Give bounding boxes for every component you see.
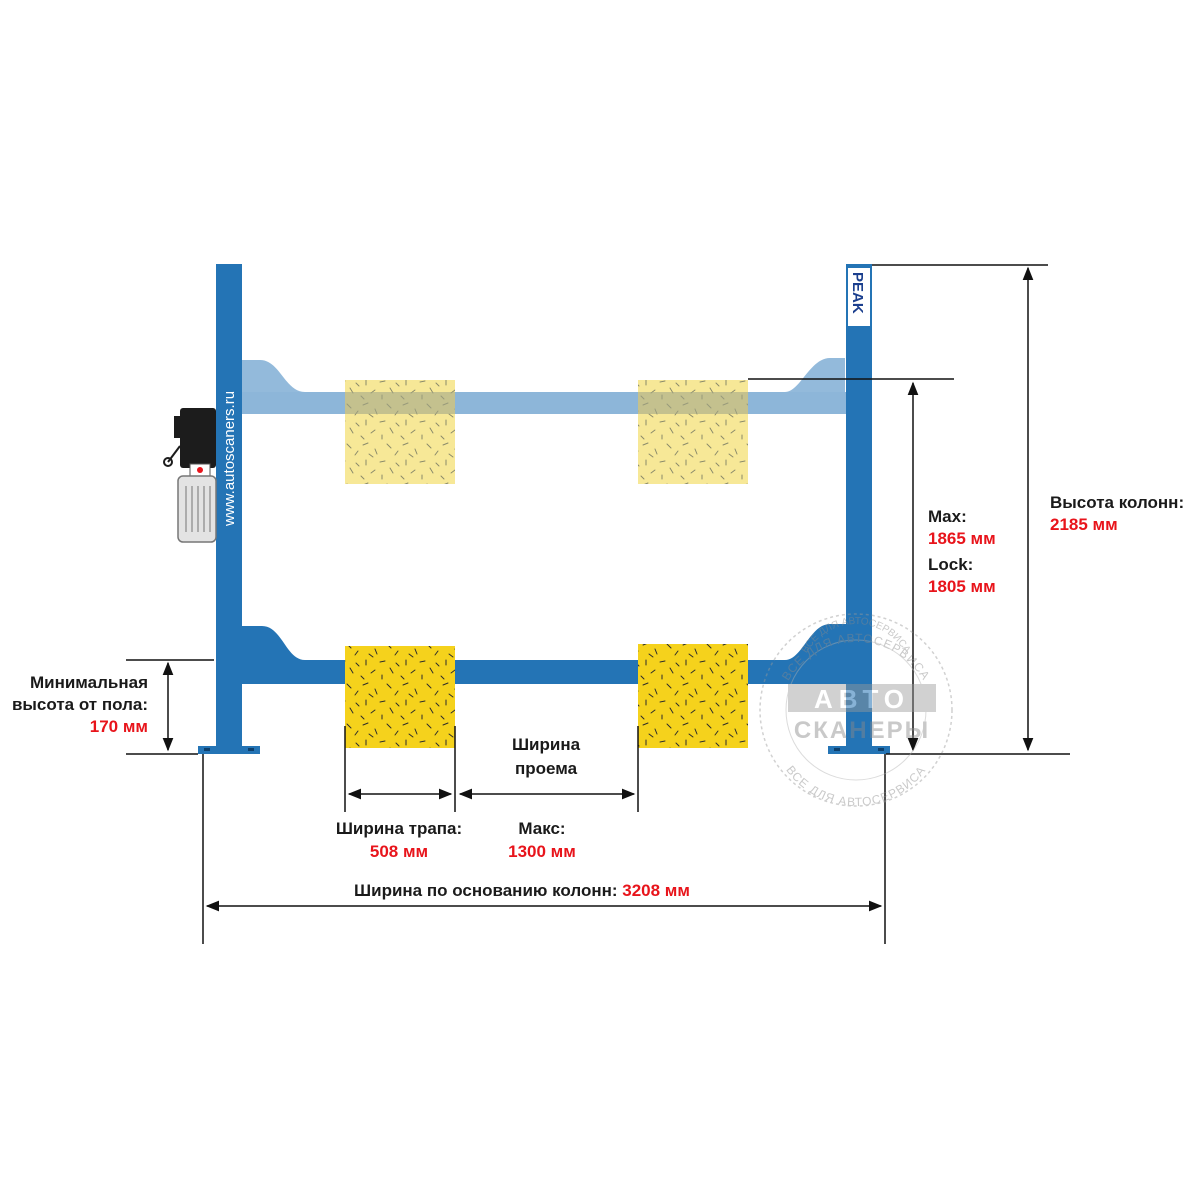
max-height-value: 1865 мм (928, 529, 996, 548)
peak-logo: PEAK (849, 272, 866, 314)
base-width-label: Ширина по основанию колонн: (354, 881, 622, 900)
opening-max-value: 1300 мм (508, 842, 576, 861)
base-width-value: 3208 мм (622, 881, 690, 900)
max-height-label: Max: (928, 507, 967, 526)
right-column (846, 264, 872, 750)
watermark-bottom-text: ВСЕ ДЛЯ АВТОСЕРВИСА (783, 763, 927, 809)
min-height-label-2: высота от пола: (12, 695, 148, 714)
peak-logo-plate (848, 268, 870, 326)
website-text: www.autoscaners.ru (221, 391, 238, 527)
lock-height-value: 1805 мм (928, 577, 996, 596)
column-height-value: 2185 мм (1050, 515, 1118, 534)
left-column (216, 264, 242, 750)
watermark-line2: СКАНЕРЫ (794, 717, 930, 744)
ramp-width-value: 508 мм (370, 842, 428, 861)
lower-runway (242, 624, 846, 684)
right-column-base (828, 746, 890, 754)
svg-text:ВСЕ ДЛЯ АВТОСЕРВИСА: ВСЕ ДЛЯ АВТОСЕРВИСА (783, 763, 928, 809)
opening-title-1: Ширина (512, 735, 581, 754)
ramp-width-label: Ширина трапа: (336, 819, 462, 838)
base-width-text: Ширина по основанию колонн: 3208 мм (354, 881, 690, 900)
left-column-base (198, 746, 260, 754)
opening-max-label: Макс: (518, 819, 565, 838)
hydraulic-motor-icon (163, 408, 217, 543)
min-height-value: 170 мм (90, 717, 148, 736)
dimension-lines (126, 264, 1070, 944)
watermark-stamp: ВСЕ ДЛЯ АВТОСЕРВИСА ВСЕ ДЛЯ АВТОСЕРВИСА … (759, 613, 953, 809)
min-height-label-1: Минимальная (30, 673, 148, 692)
column-height-label: Высота колонн: (1050, 493, 1184, 512)
lock-height-label: Lock: (928, 555, 973, 574)
opening-title-2: проема (515, 759, 578, 778)
raised-runway (242, 358, 846, 414)
watermark-line1: АВТО (814, 684, 910, 714)
